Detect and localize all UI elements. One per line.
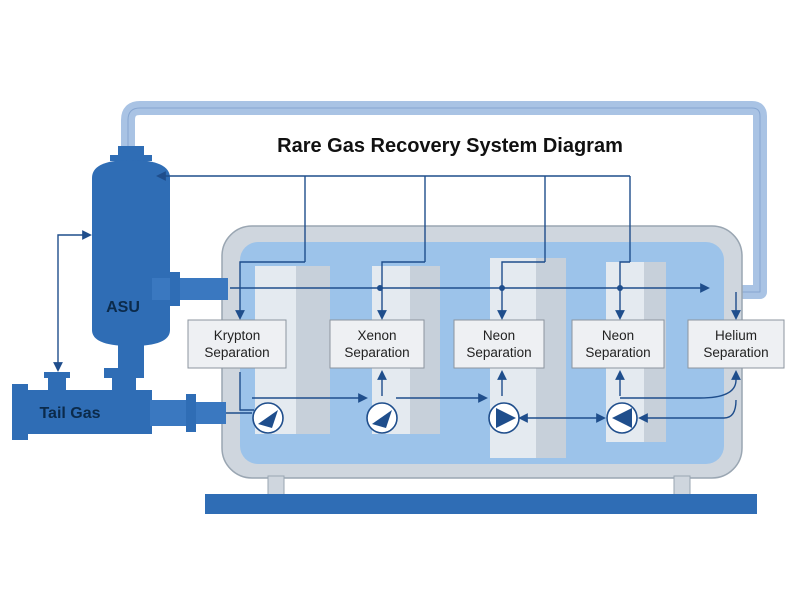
tail-gas-label: Tail Gas xyxy=(39,405,100,422)
header-junctions xyxy=(377,285,623,291)
separation-unit-krypton: Krypton Separation xyxy=(187,319,287,369)
recycle-pipe-outline xyxy=(127,107,761,293)
base-leg-left xyxy=(267,475,285,497)
unit-label-line1: Xenon xyxy=(357,328,396,343)
asu-label: ASU xyxy=(106,299,140,316)
unit-label-line2: Separation xyxy=(466,345,531,360)
tail-gas-pipe xyxy=(12,372,226,440)
unit-label-line2: Separation xyxy=(585,345,650,360)
unit-label-line1: Krypton xyxy=(214,328,261,343)
pump-neon-1 xyxy=(488,402,520,434)
unit-label-line1: Neon xyxy=(483,328,515,343)
bottom-loop-right xyxy=(620,370,741,399)
separation-unit-neon-1: Neon Separation xyxy=(453,319,545,369)
base-leg-right xyxy=(673,475,691,497)
unit-label-line2: Separation xyxy=(344,345,409,360)
feed-neon-2 xyxy=(615,261,630,320)
base-bar xyxy=(205,494,757,514)
feed-krypton xyxy=(235,261,305,320)
feed-neon-1 xyxy=(497,261,545,320)
asu-tailgas-link xyxy=(53,230,92,372)
unit-label-line1: Helium xyxy=(715,328,757,343)
unit-label-line2: Separation xyxy=(204,345,269,360)
separation-unit-neon-2: Neon Separation xyxy=(571,319,665,369)
pump-krypton xyxy=(252,402,284,434)
pump-neon-2 xyxy=(606,402,638,434)
unit-label-line1: Neon xyxy=(602,328,634,343)
pump-xenon xyxy=(366,402,398,434)
asu-column xyxy=(92,146,228,394)
feed-xenon xyxy=(377,261,425,320)
separation-unit-helium: Helium Separation xyxy=(687,319,785,369)
unit-label-line2: Separation xyxy=(703,345,768,360)
bottom-krypton-link xyxy=(239,372,254,411)
page-title: Rare Gas Recovery System Diagram xyxy=(277,135,623,157)
bottom-loop-return xyxy=(723,399,737,419)
separation-unit-xenon: Xenon Separation xyxy=(329,319,425,369)
